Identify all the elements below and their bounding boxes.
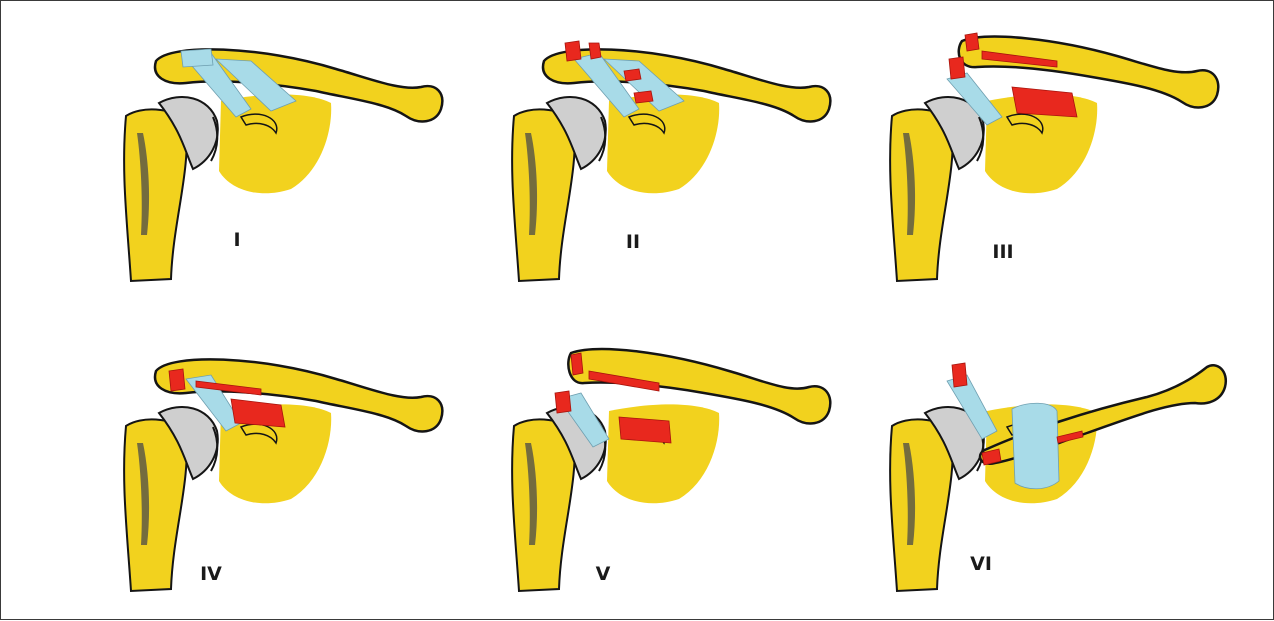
grade-label: VI [941, 553, 1021, 575]
panel-grade-5: V [489, 331, 869, 621]
ac-ligament-tear [952, 363, 967, 387]
grade-label: I [197, 229, 277, 251]
shoulder-diagram-grade-4 [101, 331, 481, 621]
shoulder-diagram-grade-1 [101, 21, 481, 311]
panel-grade-3: III [867, 21, 1247, 311]
shoulder-diagram-grade-3 [867, 21, 1247, 311]
shoulder-diagram-grade-5 [489, 331, 869, 621]
humerus [124, 109, 187, 281]
panel-grade-1: I [101, 21, 481, 311]
shoulder-diagram-grade-2 [489, 21, 869, 311]
panel-grade-4: IV [101, 331, 481, 621]
cc-ligament-tear [619, 417, 671, 443]
cc-ligament-tear [1012, 87, 1077, 117]
grade-label: V [563, 563, 643, 585]
grade-label: II [593, 231, 673, 253]
panel-grade-2: II [489, 21, 869, 311]
panel-grade-6: VI [867, 331, 1247, 621]
acromioclavicular-ligament [181, 49, 213, 67]
clavicle [959, 37, 1219, 108]
ac-ligament-tear [169, 369, 185, 391]
humerus [512, 109, 575, 281]
shoulder-diagram-grade-6 [867, 331, 1247, 621]
grade-label: III [963, 241, 1043, 263]
cc-ligament-tear [231, 399, 285, 427]
humerus [890, 109, 953, 281]
deltotrapezial-fascia [1012, 403, 1059, 489]
grade-label: IV [171, 563, 251, 585]
